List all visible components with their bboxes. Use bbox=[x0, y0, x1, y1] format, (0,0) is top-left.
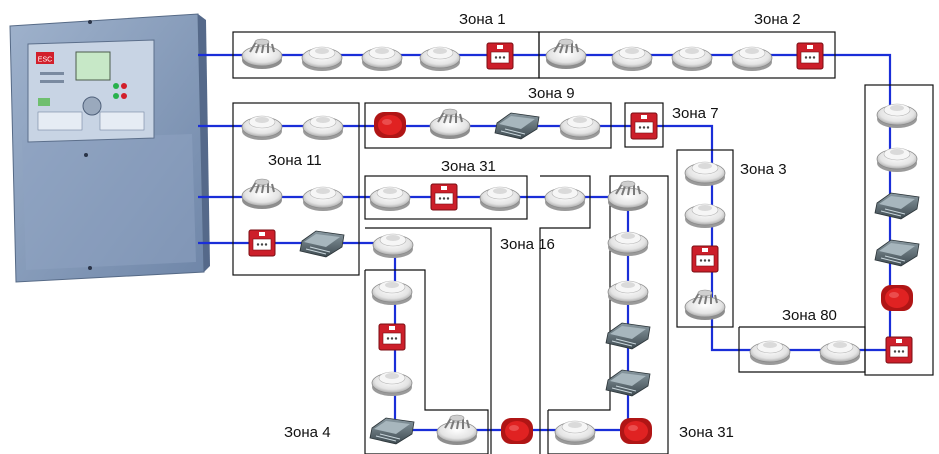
heat-detector[interactable] bbox=[684, 289, 726, 321]
smoke-detector[interactable] bbox=[819, 340, 861, 366]
smoke-detector[interactable] bbox=[554, 420, 596, 446]
smoke-detector[interactable] bbox=[241, 115, 283, 141]
interface-module[interactable] bbox=[299, 230, 345, 258]
control-panel: ESC bbox=[9, 13, 210, 283]
heat-detector[interactable] bbox=[241, 38, 283, 70]
zone-box-11 bbox=[232, 102, 360, 276]
zone-box-4 bbox=[364, 269, 489, 454]
heat-detector[interactable] bbox=[429, 108, 471, 140]
heat-detector[interactable] bbox=[607, 180, 649, 212]
zone-label-2: Зона 2 bbox=[754, 11, 801, 28]
interface-module[interactable] bbox=[605, 322, 651, 350]
manual-call-point[interactable] bbox=[885, 336, 913, 364]
heat-detector[interactable] bbox=[241, 178, 283, 210]
manual-call-point[interactable] bbox=[796, 42, 824, 70]
smoke-detector[interactable] bbox=[371, 371, 413, 397]
zone-label-31-top: Зона 31 bbox=[441, 158, 496, 175]
zone-labels: Зона 1 Зона 2 Зона 9 Зона 7 Зона 11 Зона… bbox=[268, 11, 837, 441]
zone-label-80: Зона 80 bbox=[782, 307, 837, 324]
smoke-detector[interactable] bbox=[607, 231, 649, 257]
smoke-detector[interactable] bbox=[876, 147, 918, 173]
panel-key-switch[interactable] bbox=[82, 96, 102, 116]
smoke-detector[interactable] bbox=[371, 280, 413, 306]
heat-detector[interactable] bbox=[545, 38, 587, 70]
manual-call-point[interactable] bbox=[248, 229, 276, 257]
sounder[interactable] bbox=[881, 285, 913, 311]
zone-box-9 bbox=[364, 102, 612, 149]
zone-label-3: Зона 3 bbox=[740, 161, 787, 178]
zone-box-3 bbox=[676, 149, 734, 328]
zone-label-1: Зона 1 bbox=[459, 11, 506, 28]
smoke-detector[interactable] bbox=[361, 46, 403, 72]
zone-label-9: Зона 9 bbox=[528, 85, 575, 102]
panel-display bbox=[75, 51, 111, 81]
sounder[interactable] bbox=[374, 112, 406, 138]
smoke-detector[interactable] bbox=[301, 46, 343, 72]
sounder[interactable] bbox=[501, 418, 533, 444]
smoke-detector[interactable] bbox=[302, 115, 344, 141]
brand-badge-text: ESC bbox=[38, 57, 52, 64]
heat-detector[interactable] bbox=[436, 414, 478, 446]
zone-box-16-right bbox=[539, 175, 591, 454]
zone-label-4: Зона 4 bbox=[284, 424, 331, 441]
smoke-detector[interactable] bbox=[671, 46, 713, 72]
zone-box-31-bottom bbox=[547, 175, 669, 454]
smoke-detector[interactable] bbox=[544, 186, 586, 212]
manual-call-point[interactable] bbox=[691, 245, 719, 273]
zone-label-7: Зона 7 bbox=[672, 105, 719, 122]
interface-module[interactable] bbox=[874, 239, 920, 267]
smoke-detector[interactable] bbox=[419, 46, 461, 72]
interface-module[interactable] bbox=[494, 112, 540, 140]
smoke-detector[interactable] bbox=[684, 203, 726, 229]
interface-module[interactable] bbox=[369, 417, 415, 445]
manual-call-point[interactable] bbox=[378, 323, 406, 351]
smoke-detector[interactable] bbox=[369, 186, 411, 212]
smoke-detector[interactable] bbox=[684, 161, 726, 187]
manual-call-point[interactable] bbox=[430, 183, 458, 211]
manual-call-point[interactable] bbox=[630, 112, 658, 140]
smoke-detector[interactable] bbox=[731, 46, 773, 72]
manual-call-point[interactable] bbox=[486, 42, 514, 70]
zone-box-80-right bbox=[864, 84, 934, 376]
sounder[interactable] bbox=[620, 418, 652, 444]
zone-box-7 bbox=[624, 102, 664, 148]
interface-module[interactable] bbox=[605, 369, 651, 397]
smoke-detector[interactable] bbox=[876, 103, 918, 129]
zone-box-16-left bbox=[365, 227, 492, 454]
smoke-detector[interactable] bbox=[749, 340, 791, 366]
zone-label-16: Зона 16 bbox=[500, 236, 555, 253]
smoke-detector[interactable] bbox=[302, 186, 344, 212]
zone-label-31-bottom: Зона 31 bbox=[679, 424, 734, 441]
zone-box-31-top bbox=[364, 175, 528, 220]
smoke-detector[interactable] bbox=[479, 186, 521, 212]
smoke-detector[interactable] bbox=[559, 115, 601, 141]
smoke-detector[interactable] bbox=[607, 280, 649, 306]
zone-box-2 bbox=[538, 31, 836, 79]
smoke-detector[interactable] bbox=[611, 46, 653, 72]
brand-badge bbox=[36, 52, 54, 64]
smoke-detector[interactable] bbox=[372, 233, 414, 259]
interface-module[interactable] bbox=[874, 192, 920, 220]
zone-box-80-bottom bbox=[738, 326, 866, 373]
zone-label-11: Зона 11 bbox=[268, 152, 322, 169]
